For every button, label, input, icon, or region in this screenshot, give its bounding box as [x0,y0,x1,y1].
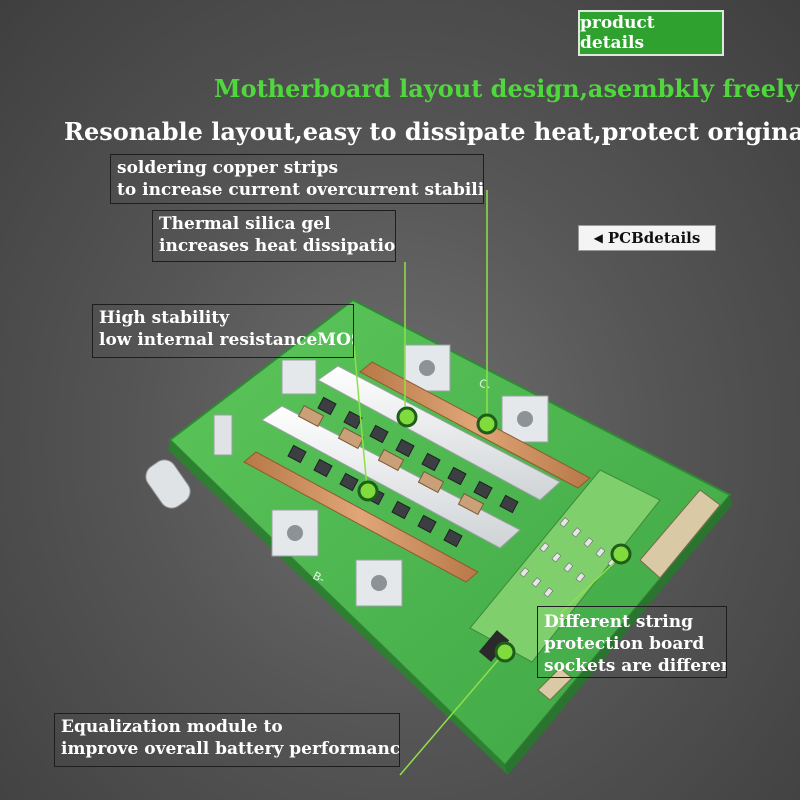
connector-socket-small [537,667,573,701]
callout-mos: High stability low internal resistanceMO… [92,304,354,358]
callout-equalization-line-2: improve overall battery performance [61,739,400,759]
callout-copper-line-2: to increase current overcurrent stabilit… [117,180,484,200]
marker-mos [357,480,379,502]
pcb-edge-right [505,495,732,775]
silk-c-minus: C- [477,376,493,393]
pcb-details-label: PCBdetails [607,229,701,247]
callout-sockets-line-3: sockets are different [544,656,727,676]
callout-silica-gel: Thermal silica gel increases heat dissip… [152,210,396,262]
marker-silica [396,406,418,428]
callout-copper-line-1: soldering copper strips [117,158,339,178]
pcb-details-tag: ◀ PCBdetails [578,225,716,251]
copper-strip-bottom [243,451,479,583]
mos-tabs [297,404,485,516]
silica-gel-bar-1 [317,365,561,501]
callout-equalization: Equalization module to improve overall b… [54,713,400,767]
mosfet-array [287,396,519,548]
marker-sockets [610,543,632,565]
callout-markers [357,406,632,663]
callout-copper-strips: soldering copper strips to increase curr… [110,154,484,204]
marker-equalization [494,641,516,663]
callout-silica-line-2: increases heat dissipation [159,236,396,256]
callout-sockets: Different string protection board socket… [537,606,727,678]
capacitor [145,459,191,509]
headline-white: Resonable layout,easy to dissipate heat,… [64,117,800,146]
equalization-chip [478,630,510,662]
pcb-edge [168,440,508,775]
callout-silica-line-1: Thermal silica gel [159,214,331,234]
callout-mos-line-2: low internal resistanceMOS [99,330,354,350]
connector-sockets [639,489,721,579]
callout-mos-line-1: High stability [99,308,230,328]
leader-lines [353,190,622,776]
balance-components [519,517,618,598]
silica-gel-bar-2 [261,405,521,549]
callout-sockets-line-1: Different string [544,612,693,632]
triangle-left-icon: ◀ [593,231,603,245]
product-details-tab: product details [578,10,724,56]
copper-strip-top [359,361,591,489]
silk-b-minus: B- [311,569,327,586]
marker-copper [476,413,498,435]
callout-sockets-line-2: protection board [544,634,705,654]
headline-green: Motherboard layout design,asembkly freel… [214,74,800,103]
callout-equalization-line-1: Equalization module to [61,717,283,737]
